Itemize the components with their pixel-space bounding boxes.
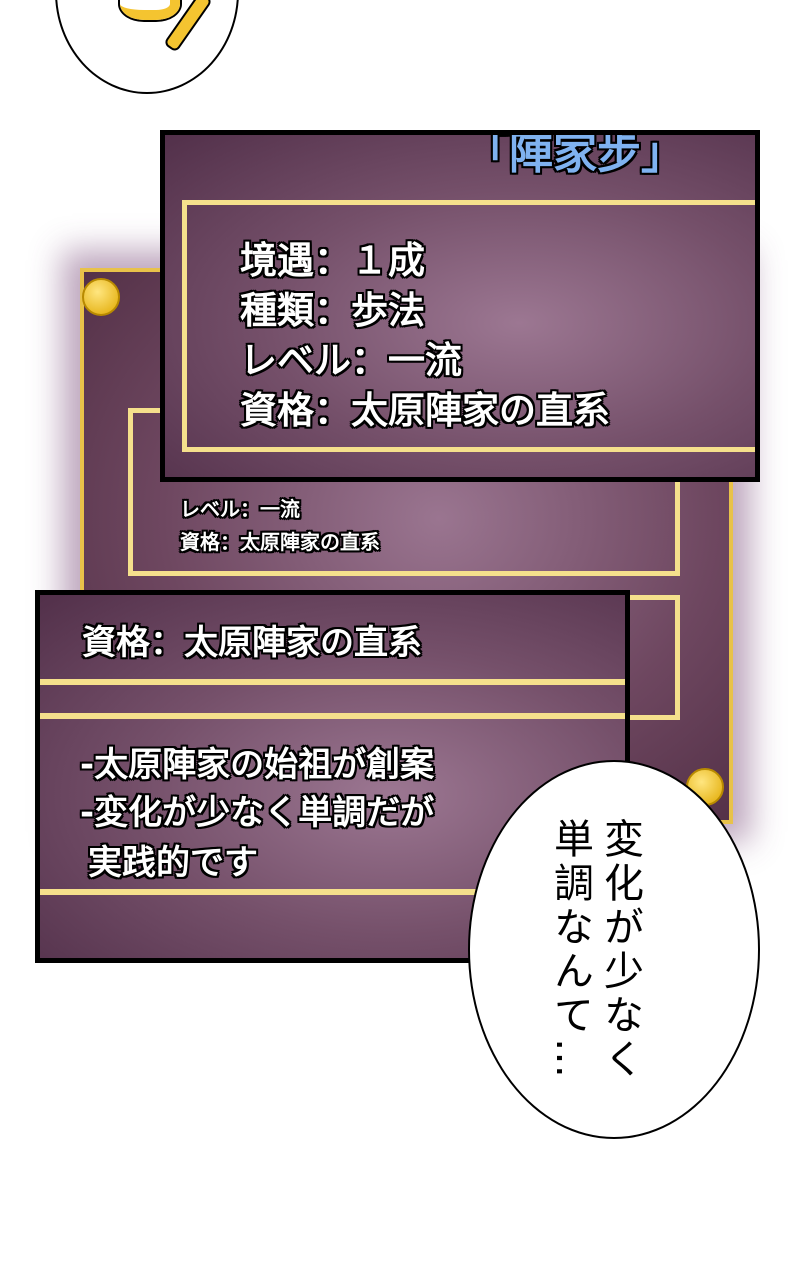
stat-realm: 境遇：１成 [240,239,425,282]
stats-frame [182,200,755,452]
gold-divider [40,889,625,895]
description-bullet-2: -変化が少なく単調だが [80,793,435,833]
skill-title: 「陣家步」 [465,130,685,179]
skill-stats-panel: 「陣家步」 境遇：１成 種類：歩法 レベル：一流 資格：太原陣家の直系 [160,130,760,482]
speech-column-1: 変化が少なく [597,818,643,1082]
speech-column-2: 単調なんて… [547,818,593,1082]
stat-qualification: 資格：太原陣家の直系 [240,389,610,432]
background-level-text: レベル：一流 [180,497,300,521]
stat-type: 種類：歩法 [240,289,425,332]
skill-description-panel: 資格：太原陣家の直系 -太原陣家の始祖が創案 -変化が少なく単調だが 実践的です [35,590,630,963]
description-qualification: 資格：太原陣家の直系 [82,623,422,663]
gold-divider [40,713,625,719]
speech-bubble [468,760,760,1139]
gold-divider [40,679,625,685]
description-bullet-3: 実践的です [88,843,258,883]
description-bullet-1: -太原陣家の始祖が創案 [80,745,435,785]
stat-level: レベル：一流 [240,339,462,382]
yin-yang-ornament-icon [82,278,120,316]
yellow-squiggle-mark [120,0,180,20]
background-qualification-text: 資格：太原陣家の直系 [180,530,380,554]
